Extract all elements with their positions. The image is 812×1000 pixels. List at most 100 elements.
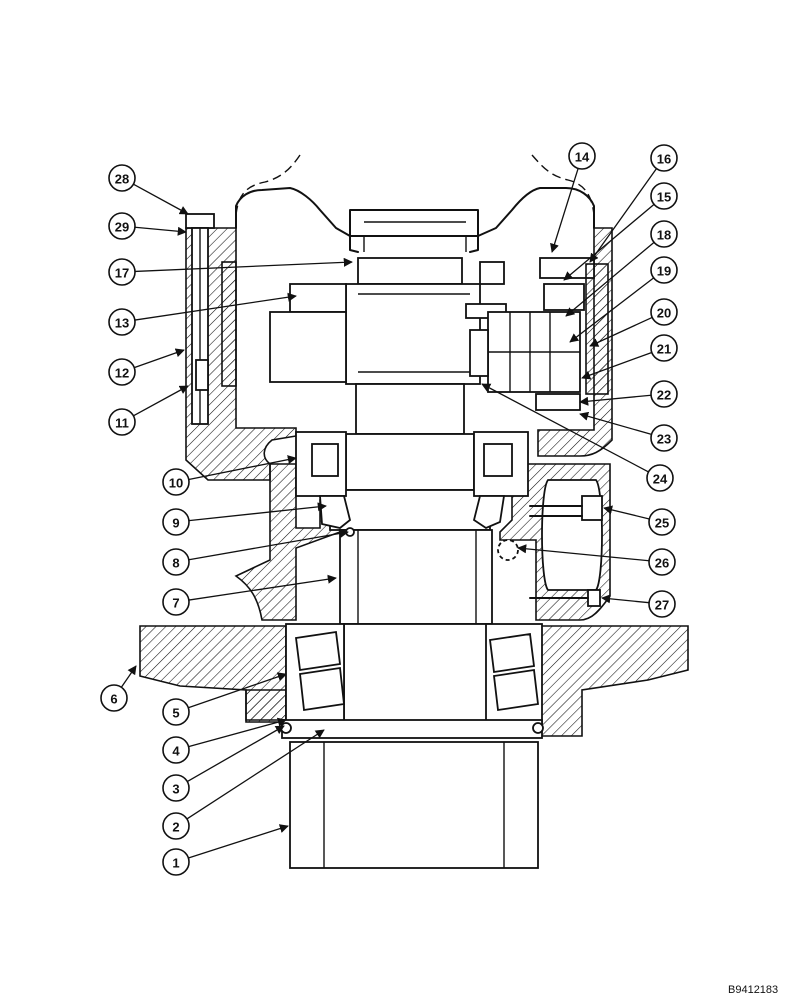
- callout-circle: [108, 358, 136, 386]
- callout-leader: [603, 505, 650, 520]
- callout-number: 8: [172, 556, 179, 571]
- callout-circle: [650, 144, 678, 172]
- callout-20: 20: [589, 298, 678, 347]
- callout-leader: [481, 383, 649, 473]
- callout-leader: [569, 277, 655, 343]
- callout-leader: [589, 316, 653, 347]
- callout-number: 17: [115, 266, 129, 281]
- callout-number: 24: [653, 472, 668, 487]
- callout-7: 7: [162, 574, 337, 616]
- callout-number: 9: [172, 516, 179, 531]
- callout-21: 21: [581, 334, 678, 380]
- callout-number: 5: [172, 706, 179, 721]
- callout-number: 16: [657, 152, 671, 167]
- callout-circle: [648, 548, 676, 576]
- callout-leader: [133, 183, 189, 215]
- callout-9: 9: [162, 502, 327, 536]
- callout-leader: [188, 672, 287, 709]
- callout-circle: [650, 256, 678, 284]
- output-shaft: [329, 383, 493, 725]
- callout-leader: [581, 351, 653, 380]
- callout-3: 3: [162, 725, 285, 802]
- callout-8: 8: [162, 528, 349, 576]
- callout-number: 23: [657, 432, 671, 447]
- carrier-plate: [269, 261, 507, 383]
- callout-circle: [108, 212, 136, 240]
- callout-27: 27: [601, 590, 676, 618]
- callout-circle: [650, 182, 678, 210]
- callout-number: 10: [169, 476, 183, 491]
- callout-22: 22: [579, 380, 678, 408]
- lower-bearing: [280, 623, 544, 739]
- callout-circle: [650, 334, 678, 362]
- pinion: [289, 741, 539, 869]
- callout-circle: [162, 774, 190, 802]
- callout-number: 7: [172, 596, 179, 611]
- callout-5: 5: [162, 672, 287, 726]
- callout-11: 11: [108, 385, 189, 436]
- callout-24: 24: [481, 383, 674, 492]
- motor-housing-outline: [235, 154, 595, 253]
- housing-bolt: [185, 213, 215, 425]
- callout-leader: [563, 203, 655, 281]
- callout-13: 13: [108, 292, 297, 336]
- callout-circle: [108, 258, 136, 286]
- callout-number: 22: [657, 388, 671, 403]
- callout-number: 20: [657, 306, 671, 321]
- callout-leader: [188, 574, 337, 601]
- callout-number: 14: [575, 150, 590, 165]
- callout-leader: [601, 594, 650, 604]
- callout-2: 2: [162, 729, 325, 840]
- callout-leader: [134, 348, 185, 369]
- ring-gear: [221, 261, 609, 395]
- callout-number: 19: [657, 264, 671, 279]
- callout-number: 2: [172, 820, 179, 835]
- callout-19: 19: [569, 256, 678, 343]
- callout-layer: 1234567891011121314151617181920212223242…: [100, 142, 678, 876]
- callout-28: 28: [108, 164, 189, 215]
- callout-circle: [162, 848, 190, 876]
- callout-18: 18: [565, 220, 678, 317]
- callout-number: 25: [655, 516, 669, 531]
- callout-circle: [162, 698, 190, 726]
- callout-circle: [108, 308, 136, 336]
- callout-circle: [108, 408, 136, 436]
- callout-29: 29: [108, 212, 187, 240]
- callout-leader: [517, 544, 650, 562]
- callout-number: 13: [115, 316, 129, 331]
- callout-number: 29: [115, 220, 129, 235]
- callout-circle: [162, 812, 190, 840]
- callout-circle: [162, 588, 190, 616]
- callout-circle: [650, 424, 678, 452]
- callout-circle: [100, 684, 128, 712]
- callout-14: 14: [550, 142, 596, 253]
- callout-circle: [162, 736, 190, 764]
- callout-circle: [568, 142, 596, 170]
- callout-leader: [579, 411, 652, 436]
- callout-circle: [650, 380, 678, 408]
- callout-leader: [186, 729, 325, 820]
- oil-seal: [319, 495, 519, 561]
- callout-leader: [134, 292, 297, 321]
- callout-26: 26: [517, 544, 676, 576]
- callout-circle: [650, 220, 678, 248]
- callout-leader: [134, 257, 353, 273]
- callout-circle: [108, 164, 136, 192]
- callout-25: 25: [603, 505, 676, 536]
- callout-circle: [648, 590, 676, 618]
- callout-leader: [550, 168, 579, 253]
- callout-15: 15: [563, 182, 678, 281]
- callout-6: 6: [100, 665, 137, 712]
- callout-number: 4: [172, 744, 180, 759]
- callout-leader: [589, 168, 657, 263]
- callout-leader: [188, 824, 289, 859]
- callout-leader: [579, 394, 652, 406]
- callout-leader: [188, 528, 349, 561]
- callout-number: 1: [172, 856, 179, 871]
- callout-number: 12: [115, 366, 129, 381]
- callout-number: 28: [115, 172, 129, 187]
- callout-leader: [134, 226, 187, 236]
- callout-number: 18: [657, 228, 671, 243]
- callout-number: 27: [655, 598, 669, 613]
